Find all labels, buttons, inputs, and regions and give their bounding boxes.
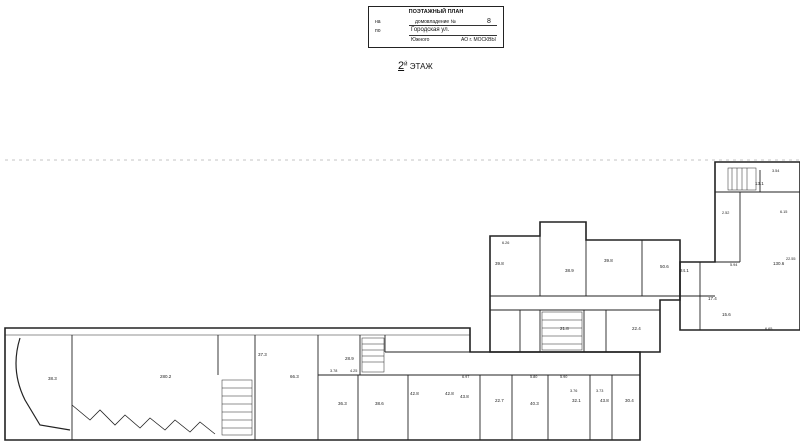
dimension-label: 6.65 <box>765 327 772 331</box>
room-area-label: 39.8 <box>604 258 613 263</box>
floor-word: ЭТАЖ <box>409 62 433 71</box>
dimension-label: 5.94 <box>730 263 737 267</box>
stamp-district: Южного <box>411 37 430 43</box>
room-area-label: 42.8 <box>445 391 454 396</box>
room-area-label: 40.3 <box>530 401 539 406</box>
room-area-label: 30.4 <box>625 398 634 403</box>
dimension-label: 5.90 <box>560 375 567 379</box>
room-area-label: 42.8 <box>410 391 419 396</box>
room-area-label: 38.3 <box>48 376 57 381</box>
dimension-label: 4.25 <box>350 369 357 373</box>
room-area-label: 17.4 <box>708 296 717 301</box>
central-block <box>489 221 681 353</box>
central-stair <box>541 311 583 351</box>
dimension-labels: 6.26 2.52 3.54 22.55 5.90 6.97 4.25 3.78 5.80 3.7… <box>330 169 796 393</box>
room-area-label: 66.3 <box>290 374 299 379</box>
room-area-label: 22.7 <box>495 398 504 403</box>
stamp-line1-mid: домовладение № <box>415 19 456 25</box>
dimension-label: 3.54 <box>772 169 779 173</box>
dimension-label: 2.52 <box>722 211 729 215</box>
right-stair <box>727 167 757 191</box>
stamp-ao: АО г. МОСКВЫ <box>461 37 496 43</box>
room-area-label: 22.4 <box>632 326 641 331</box>
room-area-label: 43.8 <box>460 394 469 399</box>
floor-number: 2 <box>398 60 405 72</box>
stamp-street: Городская ул. <box>411 27 450 33</box>
dimension-label: 6.26 <box>502 241 509 245</box>
room-area-label: 36.3 <box>338 401 347 406</box>
left-wing <box>4 327 641 441</box>
stamp-line1-left: на <box>375 19 381 25</box>
room-area-label: 130.6 <box>773 261 785 266</box>
room-area-label: 32.1 <box>572 398 581 403</box>
room-area-label: 15.6 <box>722 312 731 317</box>
dimension-label: 3.73 <box>596 389 603 393</box>
left-wing-partitions <box>71 335 640 440</box>
room-labels: 38.3 280.2 66.3 37.3 28.9 42.8 42.8 38.6 36.3 43.… <box>48 181 785 406</box>
floor-suffix: й <box>404 61 408 68</box>
right-wing-partitions <box>680 170 800 330</box>
room-area-label: 28.9 <box>345 356 354 361</box>
room-area-label: 39.8 <box>495 261 504 266</box>
stamp-rule <box>409 25 497 26</box>
room-area-label: 37.3 <box>258 352 267 357</box>
title-stamp: ПОЭТАЖНЫЙ ПЛАН на домовладение № 8 по Го… <box>368 6 504 48</box>
stair-left <box>221 379 253 436</box>
room-area-label: 280.2 <box>160 374 172 379</box>
left-bay-wall <box>15 337 71 431</box>
dimension-label: 6.97 <box>462 375 469 379</box>
stamp-line2-left: по <box>375 28 381 34</box>
room-area-label: 38.9 <box>565 268 574 273</box>
dimension-label: 5.80 <box>530 375 537 379</box>
facade-zigzag <box>71 404 216 435</box>
stamp-rule <box>409 35 497 36</box>
floor-label: 2й ЭТАЖ <box>398 60 433 72</box>
dimension-label: 3.76 <box>570 389 577 393</box>
dimension-label: 6.15 <box>780 210 787 214</box>
room-area-label: 21.8 <box>560 326 569 331</box>
room-area-label: 38.6 <box>375 401 384 406</box>
stair-mid <box>361 337 385 373</box>
room-area-label: 50.6 <box>660 264 669 269</box>
dimension-label: 22.55 <box>786 257 796 261</box>
room-area-label: 24.1 <box>680 268 689 273</box>
stamp-house-number: 8 <box>487 18 491 25</box>
room-area-label: 43.8 <box>600 398 609 403</box>
stamp-title: ПОЭТАЖНЫЙ ПЛАН <box>408 9 464 15</box>
central-partitions <box>490 236 680 352</box>
dimension-label: 3.78 <box>330 369 337 373</box>
room-area-label: 13.1 <box>755 181 764 186</box>
